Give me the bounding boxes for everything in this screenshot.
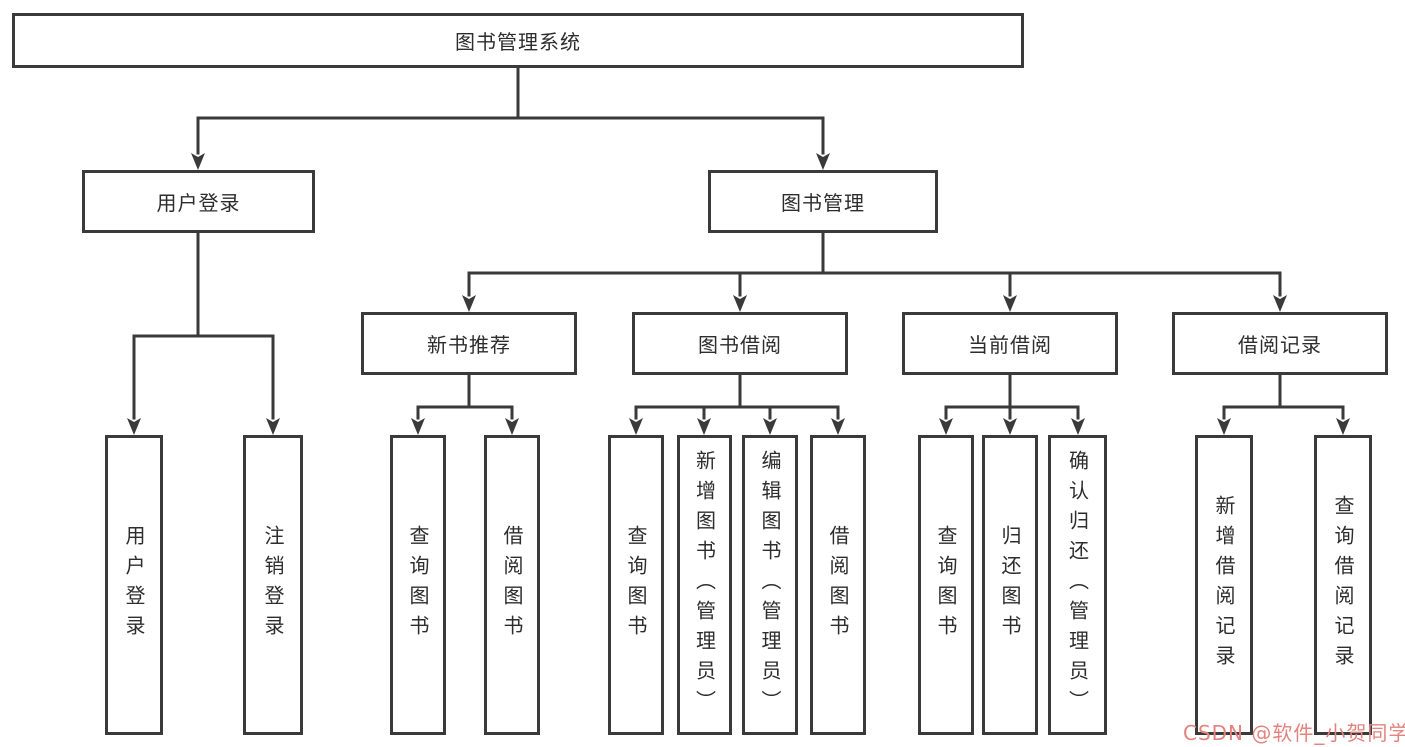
leaf-logout-label: 注销登录 [261, 525, 285, 645]
leaf-query-borrow-record: 查询借阅记录 [1314, 435, 1372, 735]
leaf-query-book-recommend-label: 查询图书 [406, 525, 430, 645]
node-borrow-records-label: 借阅记录 [1238, 333, 1322, 357]
csdn-watermark: CSDN @软件_小贺同学 [1183, 721, 1405, 745]
node-book-borrow: 图书借阅 [632, 312, 848, 375]
leaf-borrow-book-label: 借阅图书 [826, 525, 850, 645]
node-current-borrow-label: 当前借阅 [968, 333, 1052, 357]
leaf-add-book-admin: 新增图书（管理员） [677, 435, 732, 735]
leaf-add-borrow-record: 新增借阅记录 [1195, 435, 1253, 735]
leaf-add-book-admin-label: 新增图书（管理员） [692, 450, 717, 720]
leaf-confirm-return-admin-label: 确认归还（管理员） [1065, 450, 1090, 720]
leaf-borrow-book: 借阅图书 [810, 435, 866, 735]
leaf-add-borrow-record-label: 新增借阅记录 [1212, 495, 1236, 675]
leaf-return-book: 归还图书 [982, 435, 1038, 735]
leaf-query-borrow-record-label: 查询借阅记录 [1331, 495, 1355, 675]
node-user-login: 用户登录 [82, 170, 315, 233]
leaf-borrow-book-recommend-label: 借阅图书 [500, 525, 524, 645]
node-root-label: 图书管理系统 [455, 30, 581, 54]
leaf-user-login-label: 用户登录 [122, 525, 146, 645]
leaf-query-book-recommend: 查询图书 [390, 435, 446, 735]
leaf-query-book-current: 查询图书 [918, 435, 974, 735]
leaf-edit-book-admin: 编辑图书（管理员） [742, 435, 798, 735]
node-book-borrow-label: 图书借阅 [698, 333, 782, 357]
leaf-return-book-label: 归还图书 [998, 525, 1022, 645]
node-new-book-recommend: 新书推荐 [361, 312, 577, 375]
node-current-borrow: 当前借阅 [902, 312, 1118, 375]
leaf-query-book-borrow: 查询图书 [608, 435, 664, 735]
leaf-confirm-return-admin: 确认归还（管理员） [1048, 435, 1107, 735]
leaf-edit-book-admin-label: 编辑图书（管理员） [758, 450, 782, 720]
node-user-login-label: 用户登录 [156, 191, 241, 215]
node-root: 图书管理系统 [12, 13, 1024, 68]
arrowheads [127, 153, 1350, 435]
leaf-borrow-book-recommend: 借阅图书 [484, 435, 540, 735]
leaf-logout: 注销登录 [243, 435, 303, 735]
leaf-query-book-borrow-label: 查询图书 [624, 525, 648, 645]
node-book-management-label: 图书管理 [781, 191, 865, 215]
node-new-book-recommend-label: 新书推荐 [427, 333, 511, 357]
node-book-management: 图书管理 [708, 170, 938, 233]
node-borrow-records: 借阅记录 [1172, 312, 1388, 375]
leaf-user-login: 用户登录 [105, 435, 163, 735]
leaf-query-book-current-label: 查询图书 [934, 525, 958, 645]
